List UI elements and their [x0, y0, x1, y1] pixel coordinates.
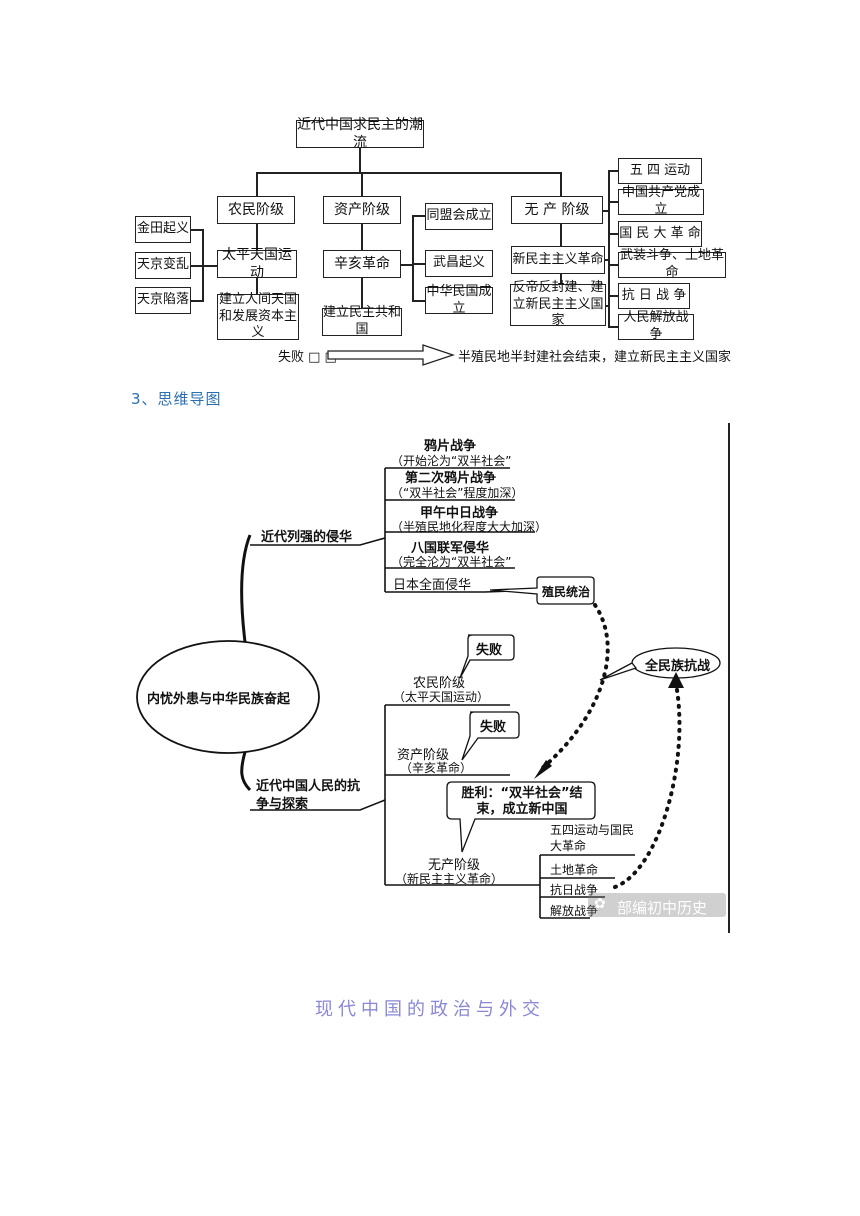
wechat-icon: ✿	[594, 896, 606, 912]
proletarian-movement-box: 新民主主义革命	[511, 246, 605, 274]
b2-bourgeois-callout: 失败	[480, 720, 507, 735]
b1-item-1-title: 鸦片战争	[424, 439, 477, 454]
tree-root: 近代中国求民主的潮流	[296, 116, 424, 151]
watermark-bg	[588, 893, 726, 917]
proletarian-class-box: 无 产 阶级	[511, 196, 603, 224]
b1-item-2-title: 第二次鸦片战争	[405, 471, 497, 486]
bourgeois-goal-box: 建立民主共和国	[322, 305, 402, 337]
bourgeois-event-2: 武昌起义	[425, 250, 493, 277]
b2-sub-2: 土地革命	[550, 863, 599, 877]
b2-proletarian-title: 无产阶级	[428, 858, 481, 873]
peasant-event-3: 天京陷落	[135, 287, 191, 314]
peasant-movement-box: 太平天国运动	[217, 247, 297, 281]
proletarian-event-6: 人民解放战争	[618, 310, 694, 342]
peasant-event-2: 天京变乱	[135, 252, 191, 279]
b2-peasant-callout: 失败	[476, 643, 503, 658]
bourgeois-class-box: 资产阶级	[323, 196, 401, 224]
b2-victory-callout: 胜利：“双半社会”结束，成立新中国	[461, 786, 583, 818]
mindmap-center: 内忧外患与中华民族奋起	[147, 692, 291, 707]
b1-item-5-title: 日本全面侵华	[393, 578, 472, 593]
branch2-label: 近代中国人民的抗争与探索	[256, 779, 361, 813]
b2-proletarian-note: （新民主主义革命）	[395, 872, 504, 886]
b1-item-2-note: （“双半社会”程度加深）	[391, 486, 524, 500]
watermark-text: 部编初中历史	[617, 899, 708, 917]
b2-peasant-title: 农民阶级	[413, 676, 466, 691]
branch1-label: 近代列强的侵华	[261, 530, 353, 545]
failure-label: 失败 □ □	[278, 350, 337, 365]
result-label: 半殖民地半封建社会结束，建立新民主主义国家	[458, 350, 732, 365]
proletarian-goal-box: 反帝反封建、建立新民主主义国家	[510, 280, 606, 328]
b1-item-3-note: （半殖民地化程度大大加深）	[391, 520, 548, 534]
mindmap-heading: 3、思维导图	[131, 390, 222, 408]
b1-item-4-title: 八国联军侵华	[411, 541, 490, 556]
b2-bourgeois-title: 资产阶级	[397, 748, 450, 763]
peasant-goal-box: 建立人间天国和发展资本主义	[217, 291, 299, 341]
nationwide-resistance-callout: 全民族抗战	[645, 659, 711, 674]
colonial-rule-callout: 殖民统治	[542, 585, 591, 599]
proletarian-event-2: 中国共产党成立	[618, 185, 704, 217]
b2-peasant-note: （太平天国运动）	[393, 690, 490, 704]
b2-sub-1: 五四运动与国民大革命	[550, 823, 635, 853]
big-arrow	[327, 344, 455, 366]
section-title: 现代中国的政治与外交	[315, 999, 545, 1020]
b1-item-1-note: （开始沦为“双半社会”	[391, 454, 512, 468]
proletarian-event-3: 国 民 大 革 命	[618, 221, 702, 247]
b2-sub-3: 抗日战争	[550, 883, 599, 897]
peasant-class-box: 农民阶级	[217, 196, 295, 224]
proletarian-event-5: 抗 日 战 争	[618, 283, 690, 309]
bourgeois-movement-box: 辛亥革命	[323, 250, 401, 278]
bourgeois-event-3: 中华民国成立	[425, 283, 493, 316]
b1-item-4-note: （完全沦为“双半社会”	[391, 555, 512, 569]
b2-bourgeois-note: （辛亥革命）	[400, 761, 473, 775]
b1-item-3-title: 甲午中日战争	[420, 506, 499, 521]
proletarian-event-1: 五 四 运动	[618, 158, 702, 184]
b2-sub-4: 解放战争	[550, 904, 599, 918]
peasant-event-1: 金田起义	[135, 216, 191, 243]
bourgeois-event-1: 同盟会成立	[425, 203, 493, 230]
proletarian-event-4: 武装斗争、土地革命	[618, 248, 726, 280]
